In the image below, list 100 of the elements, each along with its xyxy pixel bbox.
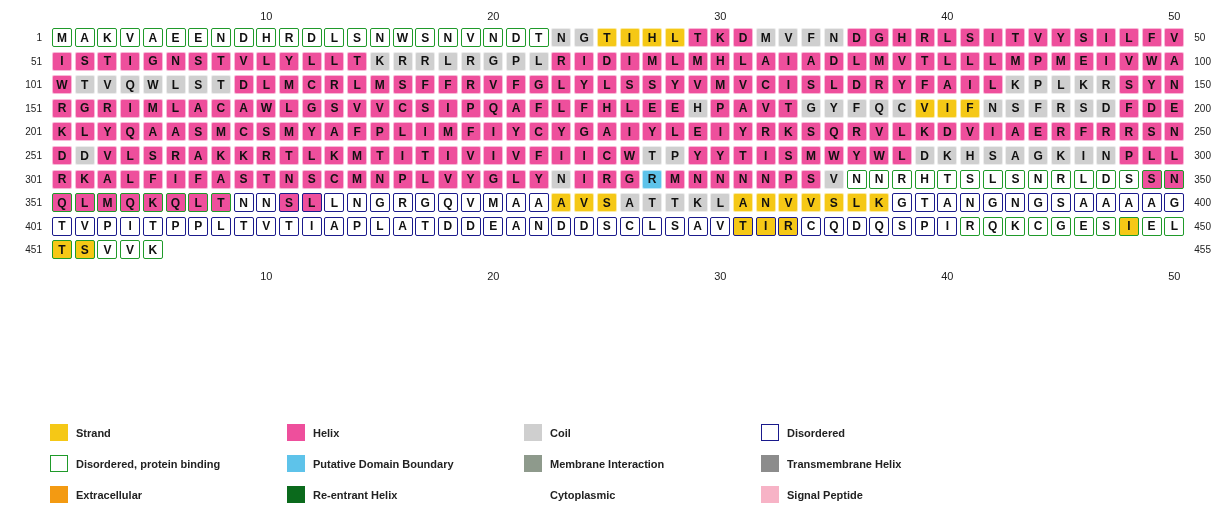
residue-letter: I: [755, 146, 776, 165]
residue-letter: T: [733, 216, 753, 236]
residue-letter: L: [437, 51, 458, 71]
residue-letter: S: [233, 169, 254, 189]
residue-letter: R: [960, 216, 980, 236]
residue-letter: I: [120, 216, 141, 236]
residue-letter: Y: [574, 75, 595, 95]
residue-letter: S: [1118, 169, 1139, 189]
residue-letter: D: [846, 216, 867, 236]
residue-letter: D: [937, 122, 958, 142]
residue-letter: P: [392, 169, 413, 189]
residue-letter: A: [233, 98, 254, 118]
residue-letter: L: [301, 193, 322, 213]
residue-letter: L: [74, 122, 95, 142]
residue-letter: A: [733, 98, 753, 118]
residue-letter: P: [664, 146, 685, 165]
residue-letter: T: [142, 216, 163, 236]
residue-letter: R: [392, 51, 413, 71]
residue-letter: A: [142, 122, 163, 142]
residue-letter: R: [415, 51, 436, 71]
residue-letter: K: [937, 146, 958, 165]
residue-letter: A: [188, 98, 209, 118]
residue-letter: T: [279, 146, 299, 165]
residue-letter: F: [960, 98, 980, 118]
residue-letter: N: [1028, 169, 1049, 189]
residue-letter: A: [528, 193, 549, 213]
residue-letter: A: [392, 216, 413, 236]
residue-letter: R: [642, 169, 663, 189]
residue-letter: I: [982, 122, 1003, 142]
residue-letter: S: [801, 75, 822, 95]
legend-label: Cytoplasmic: [550, 488, 616, 501]
residue-letter: I: [551, 146, 572, 165]
residue-letter: S: [1118, 75, 1139, 95]
residue-letter: Y: [1050, 28, 1071, 47]
residue-letter: W: [869, 146, 890, 165]
residue-letter: M: [642, 51, 663, 71]
residue-letter: A: [506, 98, 526, 118]
residue-letter: G: [1050, 216, 1071, 236]
residue-letter: D: [74, 146, 95, 165]
residue-letter: M: [801, 146, 822, 165]
residue-letter: T: [914, 51, 935, 71]
residue-letter: V: [1028, 28, 1049, 47]
residue-letter: T: [415, 146, 436, 165]
row-number: 451: [24, 244, 42, 256]
residue-letter: M: [687, 51, 708, 71]
residue-letter: Y: [891, 75, 912, 95]
residue-letter: R: [279, 28, 299, 47]
residue-letter: I: [120, 98, 141, 118]
residue-letter: A: [1073, 193, 1094, 213]
residue-letter: N: [347, 193, 368, 213]
residue-letter: T: [369, 146, 390, 165]
residue-letter: N: [710, 169, 731, 189]
residue-letter: I: [437, 98, 458, 118]
residue-letter: M: [483, 193, 504, 213]
residue-letter: C: [392, 98, 413, 118]
residue-letter: R: [778, 216, 799, 236]
row-number: 150: [1194, 79, 1212, 91]
residue-letter: R: [869, 75, 890, 95]
residue-letter: K: [74, 169, 95, 189]
row-number: 250: [1194, 126, 1212, 138]
residue-letter: L: [664, 51, 685, 71]
residue-letter: M: [347, 169, 368, 189]
residue-letter: N: [369, 169, 390, 189]
residue-letter: L: [324, 28, 345, 47]
residue-letter: R: [324, 75, 345, 95]
residue-letter: V: [74, 216, 95, 236]
residue-letter: W: [1141, 51, 1162, 71]
residue-letter: M: [142, 98, 163, 118]
residue-letter: D: [506, 28, 526, 47]
residue-letter: L: [369, 216, 390, 236]
residue-letter: F: [142, 169, 163, 189]
residue-letter: P: [1028, 51, 1049, 71]
residue-letter: F: [1118, 98, 1139, 118]
residue-letter: T: [642, 146, 663, 165]
residue-letter: V: [97, 75, 118, 95]
residue-letter: Y: [846, 146, 867, 165]
residue-letter: N: [687, 169, 708, 189]
residue-letter: L: [415, 169, 436, 189]
residue-letter: W: [619, 146, 640, 165]
residue-letter: I: [937, 98, 958, 118]
residue-letter: D: [233, 75, 254, 95]
residue-letter: H: [710, 51, 731, 71]
residue-letter: Y: [687, 146, 708, 165]
residue-letter: G: [574, 122, 595, 142]
residue-letter: P: [460, 98, 481, 118]
residue-letter: N: [1164, 75, 1185, 95]
residue-letter: L: [733, 51, 753, 71]
residue-letter: T: [210, 51, 231, 71]
row-number: 1: [35, 32, 42, 43]
residue-letter: S: [960, 28, 980, 47]
residue-letter: G: [619, 169, 640, 189]
legend-label: Signal Peptide: [787, 488, 863, 501]
residue-letter: F: [347, 122, 368, 142]
residue-letter: G: [415, 193, 436, 213]
residue-letter: S: [324, 98, 345, 118]
residue-letter: E: [188, 28, 209, 47]
residue-letter: L: [823, 75, 844, 95]
residue-letter: V: [506, 146, 526, 165]
residue-letter: V: [891, 51, 912, 71]
residue-letter: L: [528, 51, 549, 71]
